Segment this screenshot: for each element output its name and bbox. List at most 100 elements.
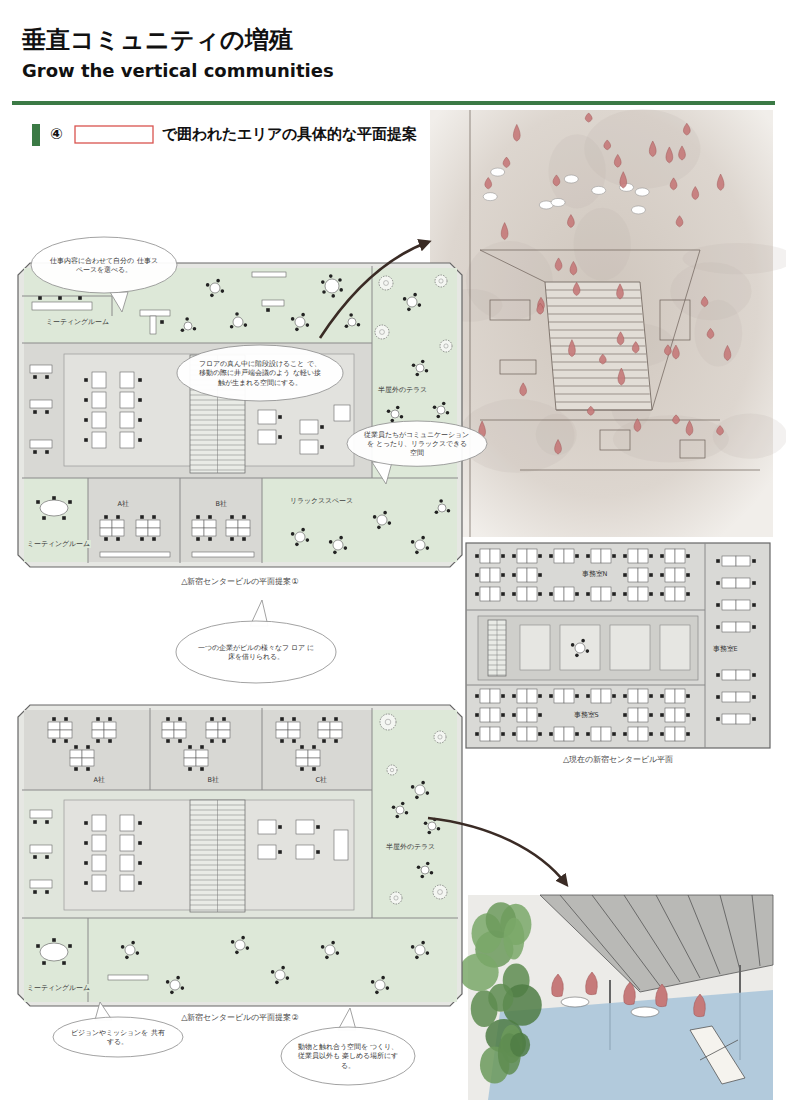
- chair: [344, 546, 348, 550]
- chair: [84, 841, 88, 845]
- chair: [338, 278, 342, 282]
- desk: [722, 556, 736, 566]
- chair: [549, 694, 553, 698]
- chair: [439, 499, 443, 503]
- chair: [575, 694, 579, 698]
- desk: [140, 310, 170, 316]
- desk: [675, 689, 685, 703]
- chair: [401, 802, 405, 806]
- chair: [405, 811, 409, 815]
- desk: [112, 520, 124, 528]
- chair: [312, 767, 316, 771]
- chair: [538, 573, 542, 577]
- tree-core: [438, 735, 442, 739]
- pencil-box: [500, 360, 536, 374]
- desk: [258, 845, 276, 859]
- desk: [136, 520, 148, 528]
- desk: [736, 578, 750, 588]
- tree: [435, 275, 447, 287]
- room-label: A社: [116, 500, 130, 508]
- round-table: [438, 504, 446, 512]
- chair: [424, 821, 428, 825]
- chair: [320, 425, 324, 429]
- desk: [120, 372, 134, 388]
- round-table: [210, 283, 220, 293]
- desk: [218, 722, 230, 730]
- tree: [380, 714, 396, 730]
- desk: [82, 750, 94, 758]
- desk: [192, 528, 204, 536]
- desk: [675, 708, 685, 722]
- desk: [184, 750, 196, 758]
- desk: [517, 587, 527, 601]
- desk: [591, 689, 601, 703]
- chair: [206, 283, 210, 287]
- chair: [333, 551, 337, 555]
- lamp: [491, 168, 505, 176]
- chair: [275, 981, 279, 985]
- person-figure: [513, 124, 520, 141]
- desk: [638, 549, 648, 563]
- cafe-table: [631, 1007, 659, 1017]
- chair: [373, 515, 377, 519]
- wall: [112, 296, 113, 316]
- desk: [628, 689, 638, 703]
- person-figure: [634, 419, 641, 432]
- chair: [329, 274, 333, 278]
- chair: [210, 739, 214, 743]
- chair: [230, 515, 234, 519]
- canopy-beam: [592, 895, 660, 986]
- person-figure: [587, 406, 594, 415]
- person-figure: [614, 154, 621, 167]
- chair: [116, 537, 120, 541]
- person-figure: [624, 982, 636, 1005]
- chair: [33, 450, 37, 454]
- desk: [48, 730, 60, 738]
- chair: [322, 739, 326, 743]
- bubble-shape: [176, 621, 336, 683]
- chair: [271, 970, 275, 974]
- desk: [638, 568, 648, 582]
- chair: [411, 945, 415, 949]
- desk: [480, 689, 490, 703]
- chair: [178, 717, 182, 721]
- chair: [403, 297, 407, 301]
- desk: [638, 727, 648, 741]
- floor-area: [262, 478, 457, 562]
- chair: [418, 303, 422, 307]
- chair: [321, 945, 325, 949]
- desk: [527, 549, 537, 563]
- desk: [480, 587, 490, 601]
- plan-caption: △新宿センタービルの平面提案②: [181, 1013, 298, 1023]
- floor-area: [88, 478, 180, 562]
- desk: [30, 880, 52, 888]
- bubble-text: ビジョンやミッションを 共有する。: [69, 1028, 167, 1047]
- chair: [221, 289, 225, 293]
- room-name: 半屋外のテラス: [386, 843, 435, 851]
- chair: [426, 862, 430, 866]
- section-number: ④: [50, 125, 63, 143]
- desk: [665, 568, 675, 582]
- person-figure: [724, 345, 731, 360]
- sketch-ground: [468, 895, 773, 1100]
- desk: [148, 520, 160, 528]
- desk: [300, 440, 318, 454]
- floor-area: [24, 478, 88, 562]
- wall: [22, 918, 458, 919]
- shrub: [504, 918, 525, 960]
- wash-blot: [573, 208, 630, 281]
- stair-tread: [556, 402, 651, 403]
- page-title: 垂直コミュニティの増殖: [22, 24, 293, 56]
- desk: [30, 400, 52, 408]
- chair: [623, 573, 627, 577]
- chair: [68, 944, 72, 948]
- chair: [86, 767, 90, 771]
- desk: [628, 587, 638, 601]
- round-table: [407, 297, 417, 307]
- chair: [501, 732, 505, 736]
- chair: [138, 861, 142, 865]
- floor-area: [24, 790, 372, 918]
- perspective-sketch: [430, 109, 786, 537]
